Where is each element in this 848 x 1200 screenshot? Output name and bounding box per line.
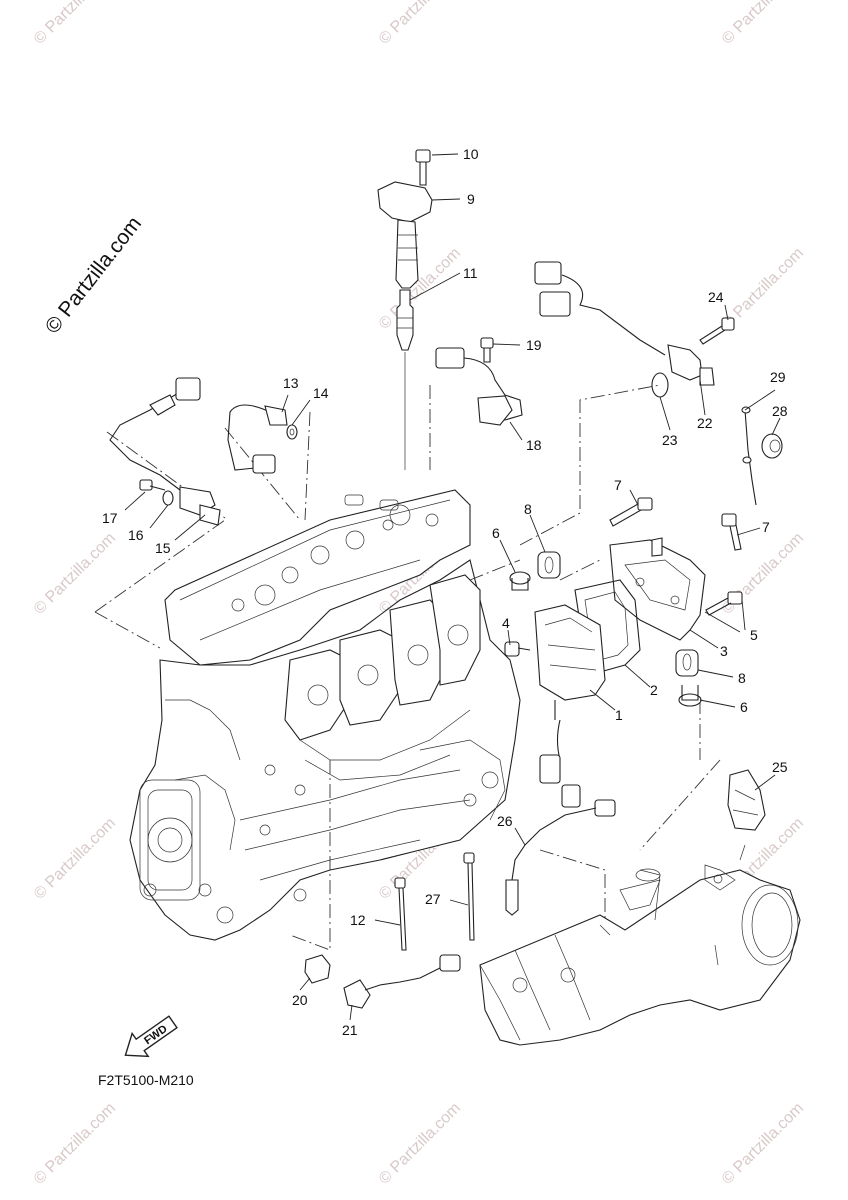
callout-5: 5 <box>750 627 758 643</box>
part-7-bolt <box>721 513 742 551</box>
part-17-bolt <box>139 479 166 491</box>
part-25-clamp <box>727 769 766 831</box>
callout-1: 1 <box>615 707 623 723</box>
callout-7: 7 <box>614 477 622 493</box>
part-14-washer <box>286 424 298 440</box>
part-13-sensor <box>227 404 288 474</box>
callout-7-right: 7 <box>762 519 770 535</box>
part-23-o-ring <box>651 372 669 398</box>
callout-3: 3 <box>720 643 728 659</box>
callout-21: 21 <box>342 1022 358 1038</box>
callout-12: 12 <box>350 912 366 928</box>
engine-block <box>129 489 521 941</box>
drawing-code: F2T5100-M210 <box>98 1072 194 1088</box>
part-16-washer <box>162 490 174 506</box>
callout-26: 26 <box>497 813 513 829</box>
leader-lines <box>124 153 781 1021</box>
callout-25: 25 <box>772 759 788 775</box>
watermark: © Partzilla.com <box>376 1100 464 1188</box>
callout-8: 8 <box>524 501 532 517</box>
part-6-collar <box>509 571 531 591</box>
part-5-bolt <box>705 591 743 616</box>
callout-17: 17 <box>102 510 118 526</box>
callout-2: 2 <box>650 682 658 698</box>
callout-14: 14 <box>313 385 329 401</box>
part-12-cable-tie <box>394 877 407 951</box>
fwd-arrow: FWD <box>124 1015 178 1058</box>
watermark: © Partzilla.com <box>376 245 464 333</box>
part-3-bracket <box>609 537 706 641</box>
part-7-bolt <box>609 497 653 527</box>
part-4-bolt <box>504 641 531 657</box>
callout-13: 13 <box>283 375 299 391</box>
callout-19: 19 <box>526 337 542 353</box>
part-26-sensor <box>505 799 616 916</box>
callout-10: 10 <box>463 146 479 162</box>
part-8-grommet <box>675 649 699 677</box>
wire-harness <box>534 261 666 356</box>
watermark: © Partzilla.com <box>376 0 464 48</box>
part-18-sensor <box>435 347 523 426</box>
part-15-sensor <box>109 377 221 526</box>
callout-15: 15 <box>155 540 171 556</box>
watermark: © Partzilla.com <box>31 0 119 48</box>
part-1-module <box>534 604 606 808</box>
exhaust-manifold <box>479 844 801 1046</box>
part-6-collar <box>678 685 702 707</box>
part-20-sensor <box>304 954 331 984</box>
part-29-cable-tie <box>741 406 757 506</box>
callout-6: 6 <box>492 525 500 541</box>
callout-8-lower: 8 <box>738 670 746 686</box>
callout-27: 27 <box>425 891 441 907</box>
callout-28: 28 <box>772 403 788 419</box>
part-21-sensor <box>343 954 461 1009</box>
callout-6-lower: 6 <box>740 699 748 715</box>
part-8-grommet <box>537 551 561 579</box>
callout-20: 20 <box>292 992 308 1008</box>
part-10-bolt <box>415 149 431 186</box>
callout-23: 23 <box>662 432 678 448</box>
callout-16: 16 <box>128 527 144 543</box>
callout-9: 9 <box>467 191 475 207</box>
callout-11: 11 <box>463 265 478 281</box>
callout-18: 18 <box>526 437 542 453</box>
copyright-label: © Partzilla.com <box>41 212 146 338</box>
watermark: © Partzilla.com <box>719 0 807 48</box>
callout-labels: 1 2 3 4 5 6 6 7 7 8 8 9 10 11 12 13 14 1… <box>102 146 788 1038</box>
part-9-ignition-coil <box>377 181 433 289</box>
callout-22: 22 <box>697 415 713 431</box>
part-27-cable-tie <box>463 852 475 941</box>
watermark: © Partzilla.com <box>31 815 119 903</box>
part-28-grommet <box>761 433 783 459</box>
part-22-sensor <box>667 344 715 386</box>
watermark: © Partzilla.com <box>31 1100 119 1188</box>
watermark: © Partzilla.com <box>719 1100 807 1188</box>
callout-4: 4 <box>502 615 510 631</box>
callout-29: 29 <box>770 369 786 385</box>
part-19-bolt <box>480 337 494 363</box>
callout-24: 24 <box>708 289 724 305</box>
watermark: © Partzilla.com <box>719 530 807 618</box>
